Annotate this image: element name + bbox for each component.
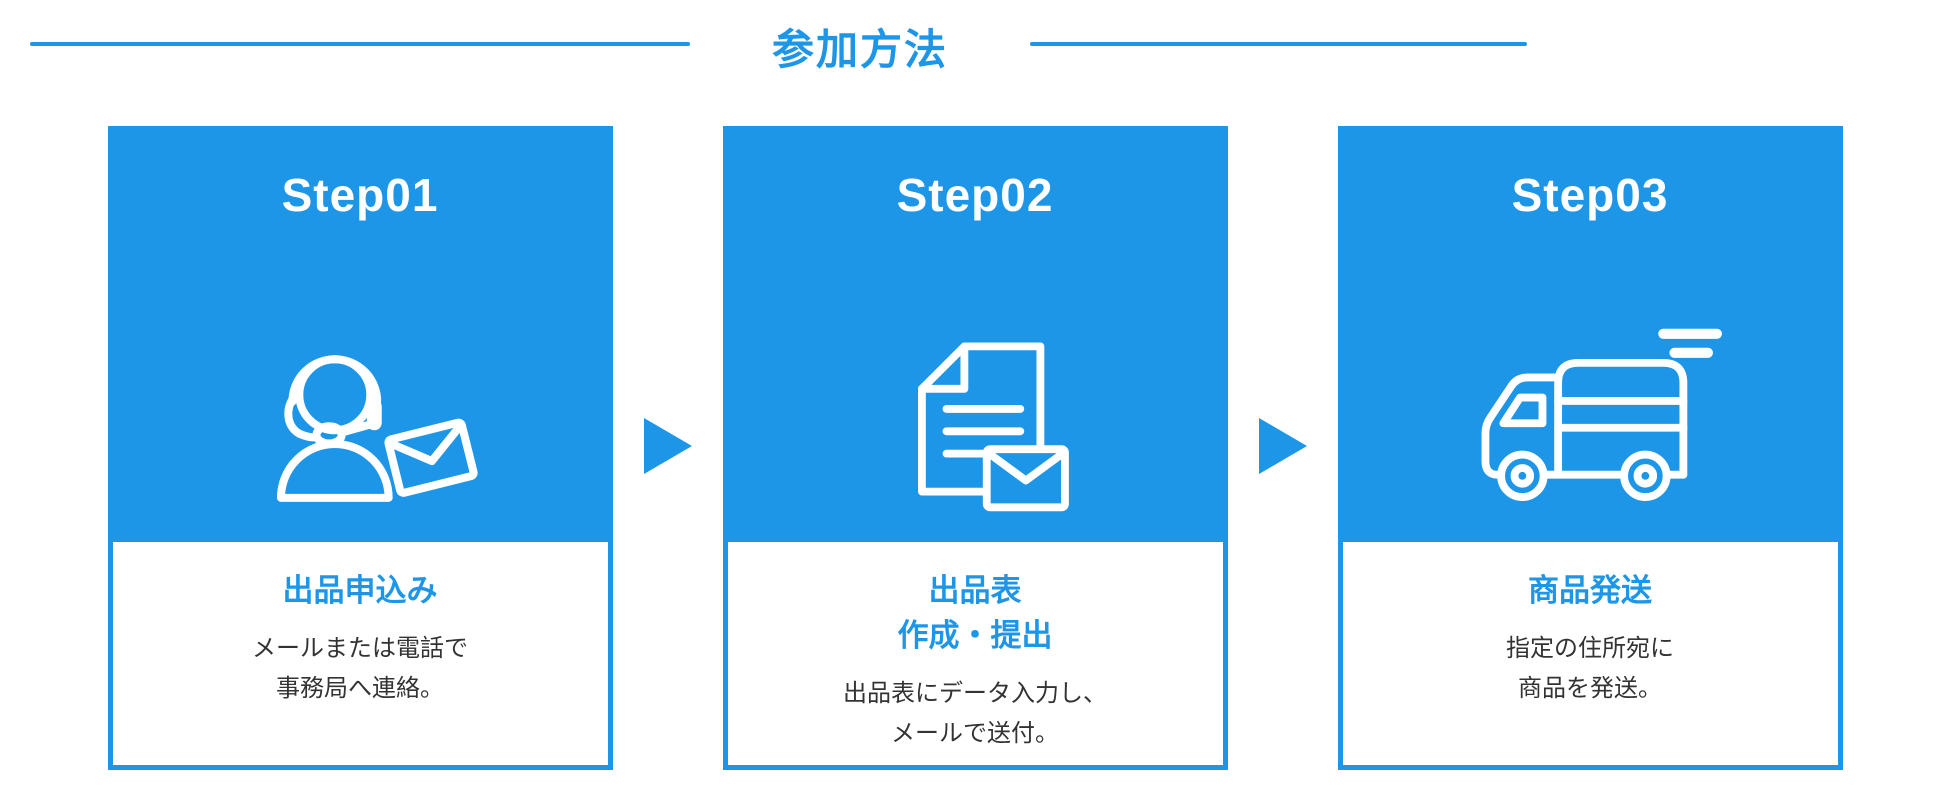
step-description-line: 事務局へ連絡。 xyxy=(276,675,444,702)
step-card-3: Step03 xyxy=(1337,126,1843,770)
step-card-1: Step01 xyxy=(107,126,613,770)
step-card-2-header: Step02 xyxy=(722,126,1228,542)
arrow-gap xyxy=(613,126,723,474)
step-label: Step03 xyxy=(1511,169,1669,221)
step-heading-line: 出品表 xyxy=(928,573,1022,608)
step-card-3-header: Step03 xyxy=(1337,126,1843,542)
step-card-1-header: Step01 xyxy=(107,126,613,542)
step-description-line: 出品表にデータ入力し、 xyxy=(843,680,1107,707)
step-card-3-body: 商品発送 指定の住所宛に 商品を発送。 xyxy=(1337,542,1843,770)
step-description: 指定の住所宛に 商品を発送。 xyxy=(1343,629,1838,709)
section-header: 参加方法 xyxy=(0,0,1950,90)
step-description: 出品表にデータ入力し、 メールで送付。 xyxy=(728,674,1223,754)
steps-row: Step01 xyxy=(0,126,1950,770)
arrow-gap xyxy=(1228,126,1338,474)
step-card-2: Step02 xyxy=(722,126,1228,770)
title-rule-right xyxy=(1030,42,1527,46)
step-description-line: メールまたは電話で xyxy=(252,635,468,662)
arrow-right-icon xyxy=(643,418,692,474)
step-card-1-body: 出品申込み メールまたは電話で 事務局へ連絡。 xyxy=(107,542,613,770)
delivery-truck-icon xyxy=(1453,222,1727,542)
step-heading-line: 商品発送 xyxy=(1528,573,1652,608)
step-heading: 出品申込み xyxy=(113,568,608,613)
step-description-line: メールで送付。 xyxy=(891,720,1059,747)
step-label: Step02 xyxy=(896,169,1054,221)
arrow-right-icon xyxy=(1258,418,1307,474)
step-heading-line: 作成・提出 xyxy=(897,618,1053,653)
step-description-line: 指定の住所宛に xyxy=(1506,635,1674,662)
step-label: Step01 xyxy=(281,169,439,221)
step-card-2-body: 出品表 作成・提出 出品表にデータ入力し、 メールで送付。 xyxy=(722,542,1228,770)
step-description: メールまたは電話で 事務局へ連絡。 xyxy=(113,629,608,709)
step-heading-line: 出品申込み xyxy=(282,573,438,608)
section-title: 参加方法 xyxy=(771,26,948,73)
headset-operator-mail-icon xyxy=(234,222,486,542)
step-heading: 商品発送 xyxy=(1343,568,1838,613)
document-mail-icon xyxy=(877,222,1073,542)
step-heading: 出品表 作成・提出 xyxy=(728,568,1223,658)
step-description-line: 商品を発送。 xyxy=(1518,675,1662,702)
title-rule-left xyxy=(30,42,690,46)
